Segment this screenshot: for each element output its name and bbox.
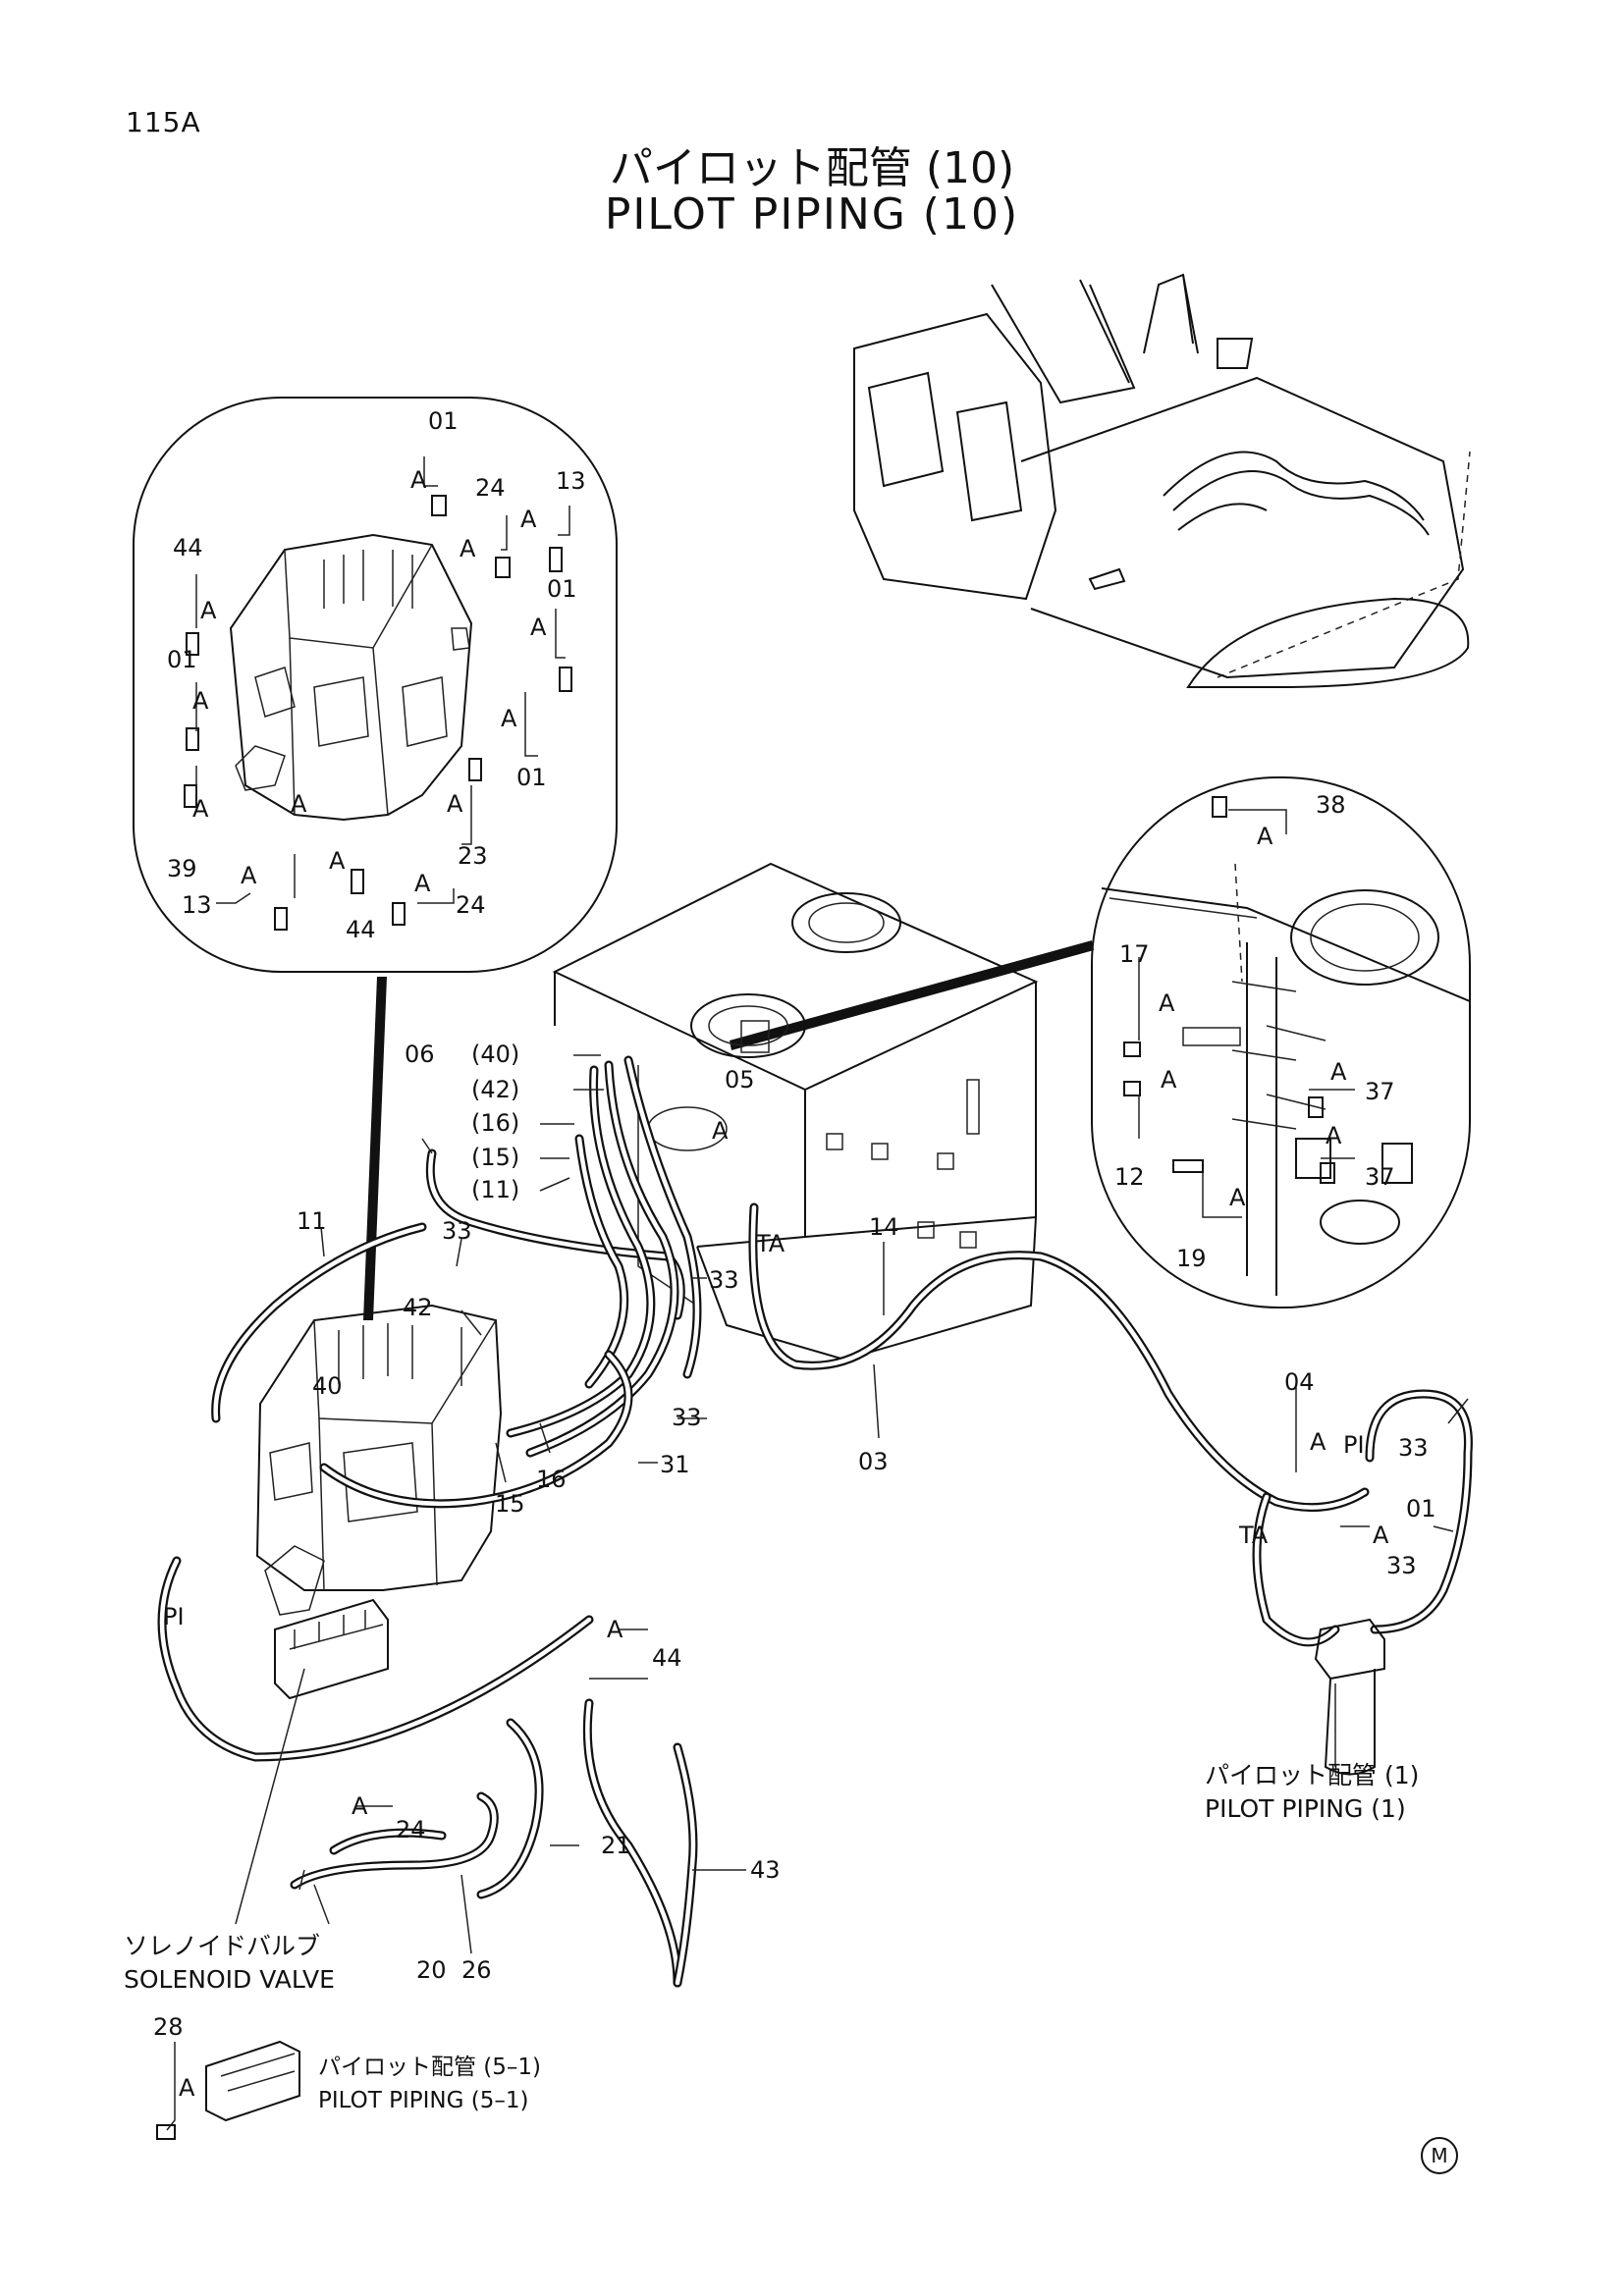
callout-03: 03 [858,1448,889,1475]
callout-06: 06 [405,1041,435,1068]
callout-a: A [712,1117,729,1145]
callout-24: 24 [475,474,506,502]
page-title-english: PILOT PIPING (10) [604,189,1020,240]
callout-a: A [352,1792,368,1820]
reference-pilot-piping-5-1-ja: パイロット配管 (5–1) [318,2055,542,2080]
callout-26: 26 [461,1956,492,1984]
callout-01: 01 [1406,1495,1436,1522]
callout-ta: TA [755,1230,785,1257]
callout-a: A [200,597,217,624]
control-valve-illustration [255,1304,503,1700]
callout-a: A [192,687,209,715]
callout-37: 37 [1365,1078,1395,1105]
callout-a: A [1159,989,1175,1017]
callout-pi: PI [163,1603,185,1630]
callout-23: 23 [458,842,488,870]
callout-01: 01 [516,764,547,791]
reference-pilot-piping-1-ja: パイロット配管 (1) [1205,1761,1420,1789]
callout-a: A [1229,1184,1246,1211]
callout-14: 14 [869,1213,899,1241]
solenoid-valve-label-en: SOLENOID VALVE [124,1965,335,1994]
callout-a: A [530,614,547,641]
callout-24: 24 [396,1816,426,1843]
callout-24: 24 [456,891,486,919]
callout-44: 44 [652,1644,682,1672]
callout-a: A [501,705,517,732]
callout-01: 01 [547,575,577,603]
callout-a: A [410,466,427,494]
callout-a: A [291,790,307,818]
callout-33: 33 [672,1404,702,1431]
callout-a: A [1310,1428,1326,1456]
callout-ta: TA [1238,1522,1269,1549]
pilot-filter-illustration [1314,1618,1385,1776]
tank-fitting-detail-view [730,776,1471,1308]
callout-13: 13 [556,467,586,495]
callout-a: A [1330,1058,1347,1086]
callout-05: 05 [725,1066,755,1094]
callout-17: 17 [1119,940,1150,968]
callout-a: A [607,1616,623,1643]
page-title-japanese: パイロット配管 (10) [609,143,1015,193]
callout-a: A [241,862,257,889]
callout-31: 31 [660,1451,690,1478]
callout-40-paren: (40) [471,1041,519,1068]
callout-a: A [1373,1522,1389,1549]
callout-11: 11 [297,1207,327,1235]
callout-11-paren: (11) [471,1176,519,1203]
callout-leaders [235,1054,1469,1954]
callout-16: 16 [536,1466,567,1493]
callout-a: A [520,506,537,533]
reference-pilot-piping-5-1-en: PILOT PIPING (5–1) [318,2088,529,2113]
callout-01: 01 [167,646,197,673]
callout-33: 33 [1398,1434,1429,1462]
reference-pilot-piping-1-en: PILOT PIPING (1) [1205,1794,1406,1823]
callout-04: 04 [1284,1368,1315,1396]
callout-28: 28 [153,2013,184,2041]
callout-33: 33 [442,1217,472,1245]
callout-44: 44 [173,534,203,561]
callout-19: 19 [1176,1245,1207,1272]
callout-37: 37 [1365,1163,1395,1191]
callout-42: 42 [403,1294,433,1321]
pilot-hoses [157,1055,1473,1988]
callout-12: 12 [1114,1163,1145,1191]
callout-38: 38 [1316,791,1346,819]
callout-a: A [1326,1122,1342,1149]
callout-a: A [179,2074,195,2102]
callout-42-paren: (42) [471,1076,519,1103]
solenoid-valve-label-ja: ソレノイドバルブ [124,1932,321,1960]
callout-a: A [1161,1066,1177,1094]
manufacturer-mark: M [1421,2137,1458,2174]
callout-13: 13 [182,891,212,919]
pilot-piping-5-1-block [156,2040,300,2140]
control-valve-detail-view [133,397,618,1320]
callout-44: 44 [346,916,376,943]
callout-15: 15 [495,1490,525,1518]
callout-a: A [447,790,463,818]
callout-a: A [192,795,209,823]
callout-43: 43 [750,1856,781,1884]
callout-a: A [329,847,346,875]
excavator-overview-illustration [853,273,1471,688]
callout-33: 33 [709,1266,739,1294]
callout-a: A [1257,823,1273,850]
callout-39: 39 [167,855,197,882]
callout-pi: PI [1343,1431,1365,1459]
callout-20: 20 [416,1956,447,1984]
callout-21: 21 [601,1832,631,1859]
callout-a: A [460,535,476,562]
callout-15-paren: (15) [471,1144,519,1171]
callout-01: 01 [428,407,459,435]
callout-40: 40 [312,1372,343,1400]
callout-16-paren: (16) [471,1109,519,1137]
page-number: 115A [126,106,201,138]
callout-33: 33 [1386,1552,1417,1579]
callout-a: A [414,870,431,897]
